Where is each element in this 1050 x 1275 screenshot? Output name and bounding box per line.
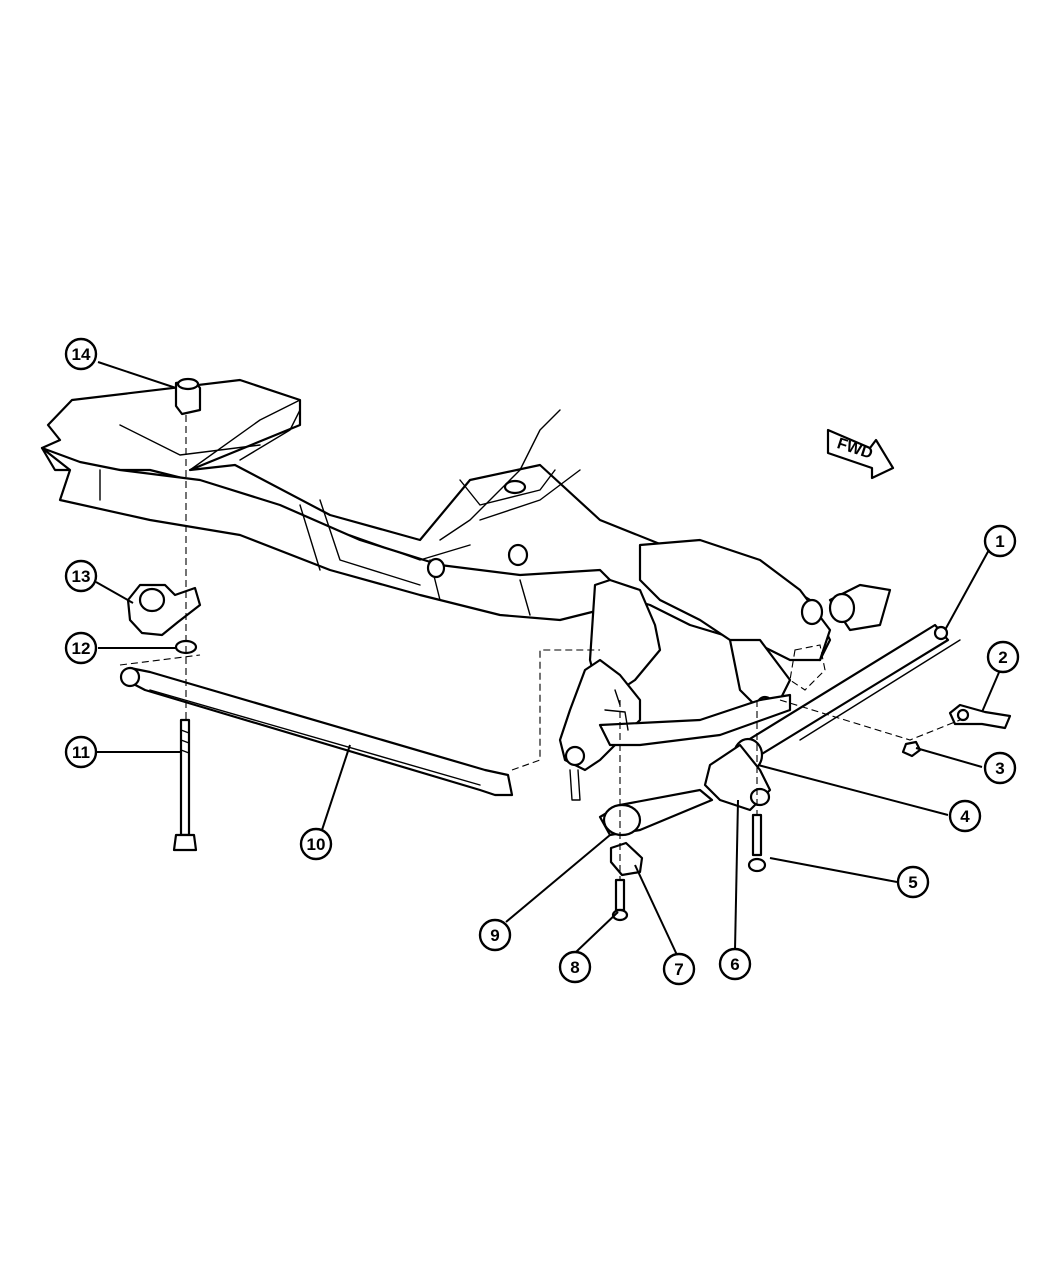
svg-text:5: 5 [908, 873, 917, 892]
bushing-assembly [703, 737, 772, 812]
long-bolt [172, 718, 198, 852]
svg-text:1: 1 [995, 532, 1004, 551]
svg-text:12: 12 [72, 639, 91, 658]
clamp [609, 841, 644, 877]
callout-14: 14 [64, 337, 98, 371]
forward-arrow: FWD [826, 428, 895, 480]
callout-3: 3 [983, 751, 1017, 785]
svg-text:8: 8 [570, 958, 579, 977]
callout-8: 8 [558, 950, 592, 984]
svg-text:14: 14 [72, 345, 91, 364]
callout-12: 12 [64, 631, 98, 665]
callout-7: 7 [662, 952, 696, 986]
callout-9: 9 [478, 918, 512, 952]
svg-text:13: 13 [72, 567, 91, 586]
stabilizer-bar [119, 666, 514, 797]
callout-2: 2 [986, 640, 1020, 674]
spacer [174, 377, 202, 416]
leader-lines [95, 361, 1001, 956]
sway-bar-link [598, 788, 714, 837]
svg-text:11: 11 [72, 743, 90, 762]
callout-10: 10 [299, 827, 333, 861]
bushing-bracket [126, 583, 202, 637]
svg-text:9: 9 [490, 926, 499, 945]
callouts: 1 2 3 4 5 6 7 8 [64, 337, 1020, 986]
vehicle-frame [40, 378, 892, 717]
svg-text:10: 10 [307, 835, 326, 854]
callout-4: 4 [948, 799, 982, 833]
svg-text:7: 7 [674, 960, 683, 979]
bolt-8 [611, 878, 629, 922]
bolt-5 [747, 813, 767, 873]
callout-5: 5 [896, 865, 930, 899]
svg-text:2: 2 [998, 648, 1007, 667]
svg-text:4: 4 [960, 807, 970, 826]
assembly-lines [119, 415, 961, 880]
callout-1: 1 [983, 524, 1017, 558]
svg-text:6: 6 [730, 955, 739, 974]
callout-11: 11 [64, 735, 98, 769]
callout-6: 6 [718, 947, 752, 981]
svg-text:3: 3 [995, 759, 1004, 778]
nut [901, 740, 922, 758]
bracket [948, 703, 1012, 730]
callout-13: 13 [64, 559, 98, 593]
